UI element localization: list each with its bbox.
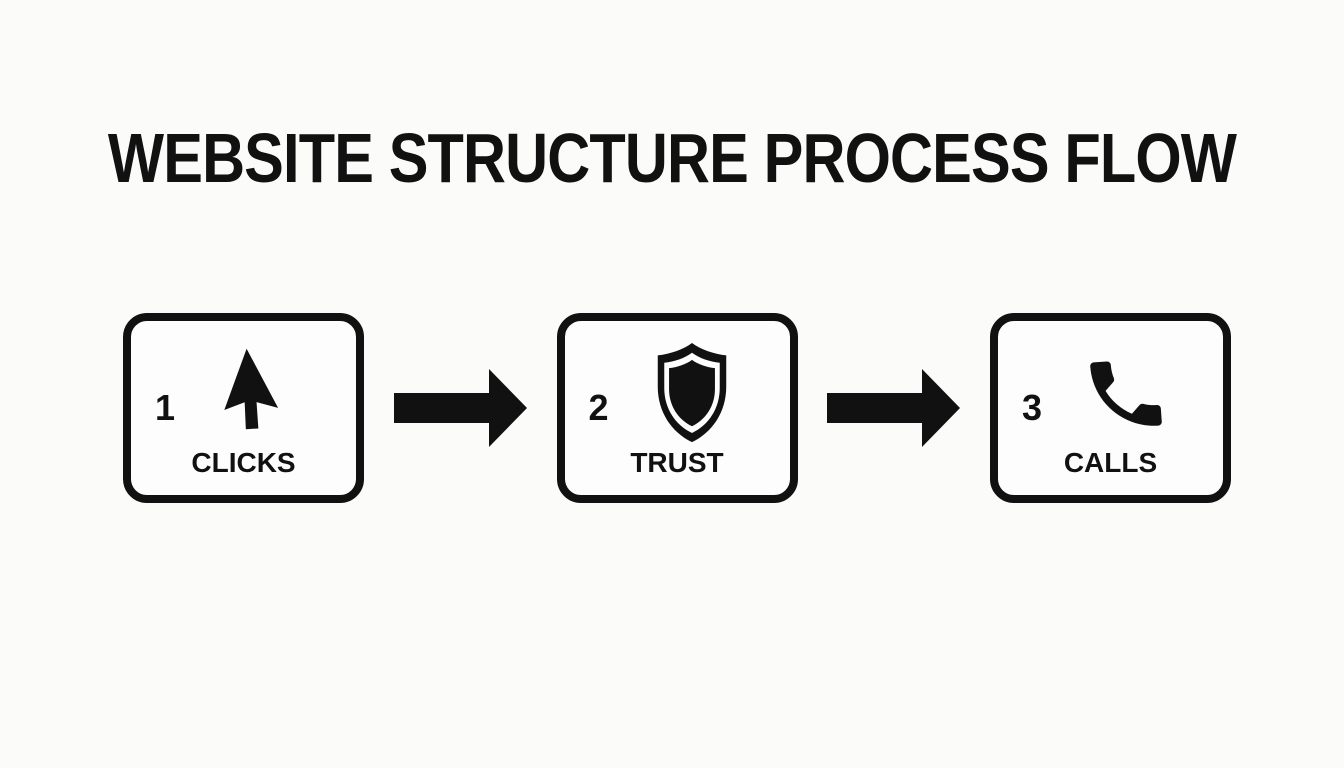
step-label: CLICKS [191, 447, 296, 478]
shield-icon [615, 339, 770, 449]
flow-arrow-icon [364, 313, 557, 503]
step-number: 3 [1022, 387, 1043, 428]
step-box-clicks: 1 CLICKS [123, 313, 364, 503]
step-box-trust: 2 TRUST [556, 313, 798, 503]
flow-arrow-icon [798, 313, 991, 503]
phone-icon [1048, 339, 1203, 449]
cursor-icon [181, 339, 336, 449]
page-title: WEBSITE STRUCTURE PROCESS FLOW [107, 119, 1237, 197]
step-box-calls: 3 CALLS [990, 313, 1231, 503]
step-number: 2 [588, 387, 609, 428]
step-number: 1 [155, 387, 176, 428]
process-flow: 1 CLICKS 2 TRUST 3 [123, 313, 1231, 503]
step-label: CALLS [1063, 447, 1158, 478]
step-label: TRUST [630, 447, 724, 478]
